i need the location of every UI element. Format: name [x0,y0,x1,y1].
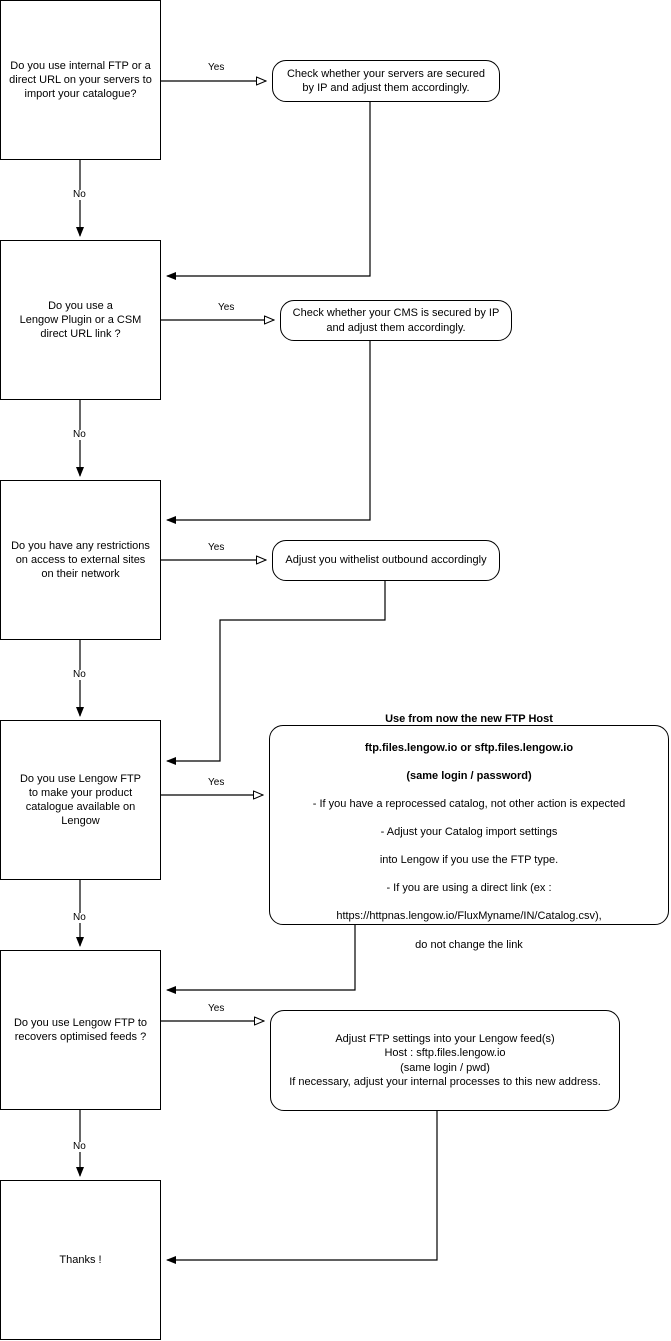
edge-label-yes-2: Yes [216,302,237,313]
new-ftp-host-line-6: do not change the link [415,938,523,951]
edge-label-no-2: No [71,429,88,440]
new-ftp-host-bold-3: (same login / password) [406,769,532,782]
node-question-restrictions-label: Do you have any restrictions on access t… [11,539,150,581]
node-end-thanks-label: Thanks ! [59,1253,102,1266]
edge-label-yes-3: Yes [206,542,227,553]
new-ftp-host-line-3: into Lengow if you use the FTP type. [379,854,559,867]
edge-label-no-1: No [71,189,88,200]
node-question-lengow-ftp-catalogue-label: Do you use Lengow FTP to make your produ… [19,772,142,828]
new-ftp-host-bold-2: ftp.files.lengow.io or sftp.files.lengow… [364,741,574,754]
node-question-internal-ftp-label: Do you use internal FTP or a direct URL … [9,59,152,101]
edge-label-yes-4: Yes [206,777,227,788]
new-ftp-host-line-4: - If you are using a direct link (ex : [386,882,552,895]
node-action-check-servers-label: Check whether your servers are secured b… [286,67,486,94]
node-question-lengow-plugin-label: Do you use a Lengow Plugin or a CSM dire… [19,299,142,341]
node-end-thanks[interactable]: Thanks ! [0,1180,161,1340]
new-ftp-host-line-5: https://httpnas.lengow.io/FluxMyname/IN/… [336,910,602,923]
node-question-optimised-feeds[interactable]: Do you use Lengow FTP to recovers optimi… [0,950,161,1110]
edge-label-yes-5: Yes [206,1003,227,1014]
node-action-check-cms-label: Check whether your CMS is secured by IP … [292,307,500,334]
new-ftp-host-bold-1: Use from now the new FTP Host [385,713,553,726]
edge-a5-to-end [166,1111,438,1264]
edge-label-no-3: No [71,669,88,680]
node-question-lengow-ftp-catalogue[interactable]: Do you use Lengow FTP to make your produ… [0,720,161,880]
node-action-adjust-whitelist-label: Adjust you withelist outbound accordingl… [285,554,487,567]
node-question-optimised-feeds-label: Do you use Lengow FTP to recovers optimi… [13,1016,148,1043]
node-action-check-cms[interactable]: Check whether your CMS is secured by IP … [280,300,512,341]
node-action-adjust-ftp-settings-label: Adjust FTP settings into your Lengow fee… [289,1033,601,1088]
edge-a2-to-q3 [166,340,371,524]
node-question-internal-ftp[interactable]: Do you use internal FTP or a direct URL … [0,0,161,160]
node-action-new-ftp-host-label: Use from now the new FTP Host ftp.files.… [274,698,664,951]
node-action-new-ftp-host[interactable]: Use from now the new FTP Host ftp.files.… [269,713,669,951]
node-question-restrictions[interactable]: Do you have any restrictions on access t… [0,480,161,640]
edge-a1-to-q2 [166,101,371,280]
node-action-adjust-whitelist[interactable]: Adjust you withelist outbound accordingl… [272,540,500,581]
new-ftp-host-line-1: - If you have a reprocessed catalog, not… [312,797,626,810]
edge-label-yes-1: Yes [206,62,227,73]
edge-label-no-5: No [71,1141,88,1152]
node-question-lengow-plugin[interactable]: Do you use a Lengow Plugin or a CSM dire… [0,240,161,400]
new-ftp-host-line-2: - Adjust your Catalog import settings [380,826,558,838]
node-action-adjust-ftp-settings[interactable]: Adjust FTP settings into your Lengow fee… [270,1010,620,1111]
edge-label-no-4: No [71,912,88,923]
node-action-check-servers[interactable]: Check whether your servers are secured b… [272,60,500,102]
